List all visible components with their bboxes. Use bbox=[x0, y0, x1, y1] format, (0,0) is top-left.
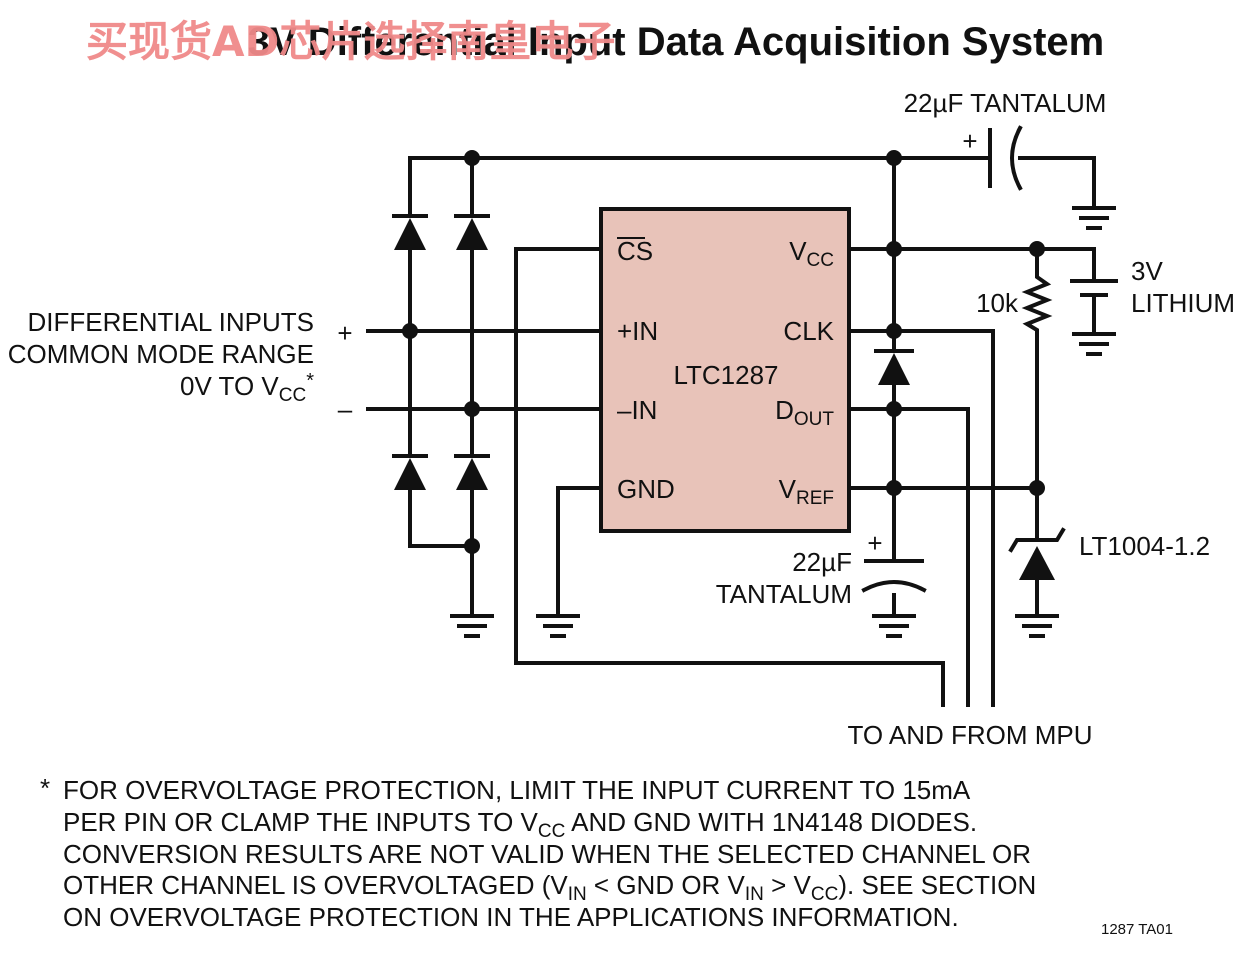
ground-chip bbox=[536, 614, 580, 638]
footnote-star: * bbox=[40, 773, 50, 803]
junction-dots bbox=[402, 150, 1045, 554]
footnote-line-1: FOR OVERVOLTAGE PROTECTION, LIMIT THE IN… bbox=[63, 775, 971, 805]
pin-dout-label: DOUT bbox=[775, 395, 834, 430]
figure-code: 1287 TA01 bbox=[1101, 921, 1173, 938]
footnote-line-3: CONVERSION RESULTS ARE NOT VALID WHEN TH… bbox=[63, 839, 1031, 869]
diode-vref-vcc bbox=[874, 349, 914, 385]
lt1004-reference-diode bbox=[1008, 527, 1066, 580]
ref-cap-label-2: TANTALUM bbox=[716, 579, 852, 609]
diode-lower-left bbox=[392, 454, 428, 490]
pin-vref-label: VREF bbox=[779, 474, 834, 509]
battery-label-2: LITHIUM bbox=[1131, 288, 1235, 318]
footnote-line-4: OTHER CHANNEL IS OVERVOLTAGED (VIN < GND… bbox=[63, 870, 1036, 905]
top-cap-polarity: + bbox=[962, 126, 977, 156]
footnote-line-2: PER PIN OR CLAMP THE INPUTS TO VCC AND G… bbox=[63, 807, 977, 842]
pin-gnd-label: GND bbox=[617, 474, 675, 504]
ltc1287-chip bbox=[599, 207, 851, 533]
input-plus-sign: + bbox=[337, 318, 352, 348]
lithium-battery bbox=[1070, 279, 1118, 297]
pin-clk-label: CLK bbox=[783, 316, 834, 346]
pin-vcc-label: VCC bbox=[789, 236, 834, 271]
ground-reference bbox=[1015, 614, 1059, 638]
resistor-10k bbox=[1021, 268, 1053, 335]
inputs-label-3: 0V TO VCC* bbox=[180, 370, 314, 406]
top-tantalum-capacitor bbox=[988, 125, 1023, 191]
ref-cap-polarity: + bbox=[867, 528, 882, 558]
inputs-label-1: DIFFERENTIAL INPUTS bbox=[27, 307, 314, 337]
ground-battery bbox=[1072, 332, 1116, 356]
battery-label-1: 3V bbox=[1131, 256, 1163, 286]
chip-name: LTC1287 bbox=[673, 360, 778, 390]
top-cap-label: 22µF TANTALUM bbox=[904, 88, 1107, 118]
mpu-label: TO AND FROM MPU bbox=[847, 720, 1092, 750]
input-minus-sign: – bbox=[338, 394, 353, 424]
diode-upper-left bbox=[392, 214, 428, 250]
reference-label: LT1004-1.2 bbox=[1079, 531, 1210, 561]
ref-tantalum-capacitor bbox=[861, 559, 927, 593]
ref-cap-label-1: 22µF bbox=[792, 547, 852, 577]
ground-diodes bbox=[450, 614, 494, 638]
diode-upper-right bbox=[454, 214, 490, 250]
pin-cs-label: CS bbox=[617, 236, 653, 266]
diode-lower-right bbox=[454, 454, 490, 490]
footnote-line-5: ON OVERVOLTAGE PROTECTION IN THE APPLICA… bbox=[63, 902, 959, 932]
ground-ref-cap bbox=[872, 614, 916, 638]
diagram-title: 3V Differential Input Data Acquisition S… bbox=[248, 20, 1104, 64]
watermark: 买现货AD芯片选择南皇电子 bbox=[86, 17, 615, 66]
inputs-label-2: COMMON MODE RANGE bbox=[8, 339, 314, 369]
wires bbox=[366, 156, 1096, 707]
ground-top-cap bbox=[1072, 206, 1116, 230]
resistor-label: 10k bbox=[976, 288, 1019, 318]
pin-in-minus-label: –IN bbox=[617, 395, 657, 425]
pin-in-plus-label: +IN bbox=[617, 316, 658, 346]
footnote: * FOR OVERVOLTAGE PROTECTION, LIMIT THE … bbox=[40, 773, 1036, 932]
